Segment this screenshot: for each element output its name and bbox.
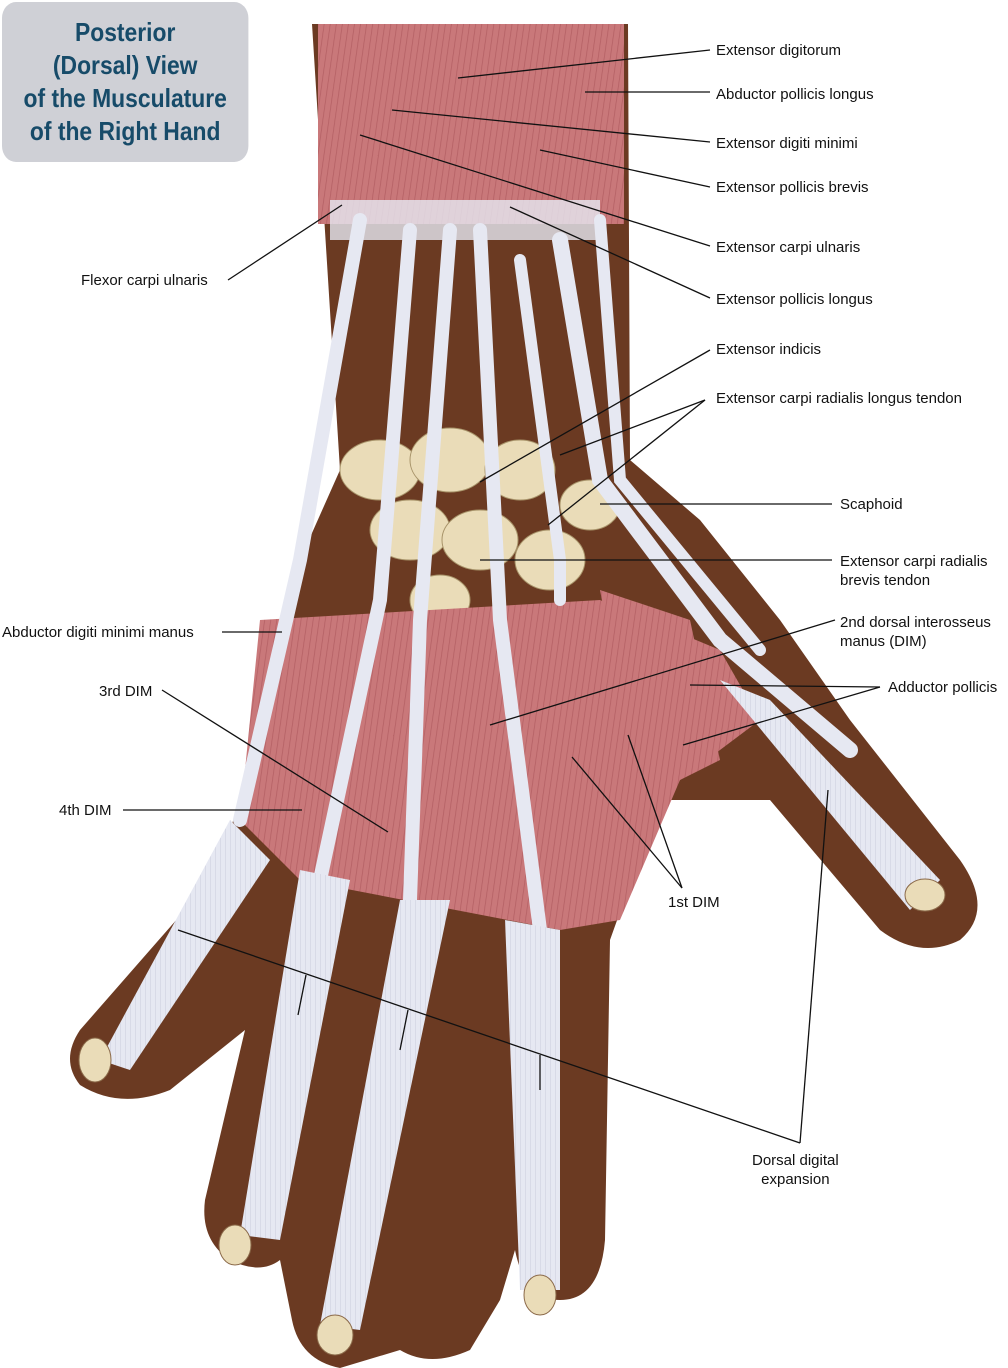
label-ecrl-tendon: Extensor carpi radialis longus tendon xyxy=(716,390,962,407)
label-scaphoid: Scaphoid xyxy=(840,496,903,513)
label-dorsal-digital-expansion: Dorsal digital expansion xyxy=(752,1151,839,1189)
label-2nd-dim: 2nd dorsal interosseus manus (DIM) xyxy=(840,613,991,651)
title-line: Posterior xyxy=(74,17,176,47)
forearm-muscles xyxy=(318,24,624,224)
figure-title: Posterior (Dorsal) View of the Musculatu… xyxy=(2,2,249,162)
thenar-muscle xyxy=(600,590,720,800)
label-line: expansion xyxy=(761,1171,830,1188)
label-1st-dim: 1st DIM xyxy=(668,894,720,911)
label-extensor-digitorum: Extensor digitorum xyxy=(716,42,842,59)
label-adductor-pollicis: Adductor pollicis xyxy=(888,679,998,696)
title-line: (Dorsal) View xyxy=(52,50,198,80)
title-line: of the Right Hand xyxy=(29,116,221,146)
label-abductor-pollicis-longus: Abductor pollicis longus xyxy=(716,86,874,103)
label-extensor-pollicis-brevis: Extensor pollicis brevis xyxy=(716,179,869,196)
label-line: Extensor carpi radialis xyxy=(840,553,988,570)
label-line: brevis tendon xyxy=(840,572,931,589)
forearm-tendons xyxy=(330,200,600,240)
label-abductor-digiti-minimi: Abductor digiti minimi manus xyxy=(2,624,194,641)
fingernails xyxy=(78,878,946,1356)
label-3rd-dim: 3rd DIM xyxy=(99,683,153,700)
label-line: 2nd dorsal interosseus xyxy=(840,614,991,631)
label-extensor-indicis: Extensor indicis xyxy=(716,341,822,358)
label-extensor-pollicis-longus: Extensor pollicis longus xyxy=(716,291,873,308)
label-ecrb-tendon: Extensor carpi radialis brevis tendon xyxy=(840,552,988,590)
label-flexor-carpi-ulnaris: Flexor carpi ulnaris xyxy=(81,272,208,289)
label-line: Dorsal digital xyxy=(752,1152,839,1169)
label-4th-dim: 4th DIM xyxy=(59,802,112,819)
label-line: manus (DIM) xyxy=(840,633,927,650)
fingers xyxy=(100,680,940,1330)
leader-lines xyxy=(123,49,881,1144)
title-line: of the Musculature xyxy=(23,83,227,113)
label-extensor-carpi-ulnaris: Extensor carpi ulnaris xyxy=(716,239,861,256)
label-extensor-digiti-minimi: Extensor digiti minimi xyxy=(716,135,858,152)
